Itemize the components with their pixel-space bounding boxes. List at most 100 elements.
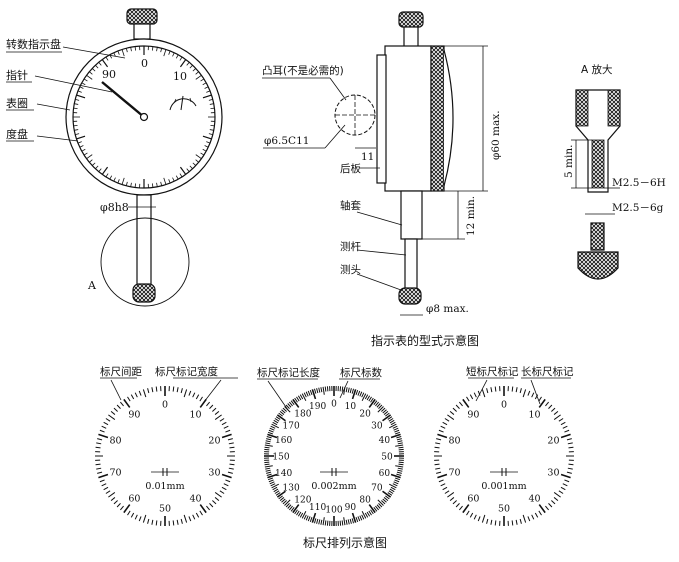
scale-tick	[435, 467, 441, 470]
scale-tick	[396, 473, 402, 477]
scale-tick	[397, 467, 403, 470]
scale-number: 180	[294, 410, 311, 420]
scale-tick	[347, 519, 350, 525]
scale-tick	[103, 421, 109, 426]
scale-tick	[383, 497, 389, 502]
scale-tick	[284, 499, 291, 506]
label-short-mark: 短标尺标记	[466, 365, 519, 378]
scale-tick	[364, 512, 369, 518]
front-tick	[86, 74, 93, 80]
scale-tick	[99, 479, 105, 483]
scale-tick	[381, 500, 386, 505]
scale-tick	[303, 392, 307, 398]
scale-tick	[368, 396, 372, 402]
pointer-hub	[139, 112, 149, 122]
scale-tick	[449, 497, 455, 502]
scale-tick	[147, 388, 150, 394]
scale-tick	[481, 389, 486, 398]
front-tick	[186, 168, 190, 172]
scale-tick	[395, 465, 404, 468]
scale-tick	[267, 473, 278, 479]
scale-tick	[113, 500, 118, 505]
scale-tick	[394, 479, 400, 483]
scale-number: 20	[208, 435, 220, 446]
front-tick	[160, 181, 163, 186]
label-lug: 凸耳(不是必需的)	[262, 64, 344, 77]
scale-tick	[95, 463, 101, 466]
scale-number: 20	[359, 410, 371, 420]
scale-tick	[455, 404, 460, 409]
scale-tick	[318, 519, 321, 525]
scale-tick	[378, 503, 383, 508]
scale-tick	[361, 392, 365, 398]
dial-number-10: 10	[173, 70, 187, 83]
scale-tick	[101, 483, 107, 487]
scale-tick	[309, 516, 313, 523]
front-tick	[81, 82, 86, 86]
scale-number: 50	[498, 504, 510, 515]
front-tick	[200, 152, 205, 156]
scale-tick	[265, 442, 271, 445]
scale-tick	[266, 435, 272, 439]
scale-number: 130	[283, 484, 300, 494]
scale-tick	[176, 519, 179, 525]
front-tick	[79, 86, 84, 89]
scale-tick	[301, 393, 307, 401]
scale-tick	[366, 395, 371, 401]
scale-tick	[105, 418, 111, 422]
scale-tick	[558, 490, 564, 494]
scale-tick	[531, 392, 535, 398]
scale-number: 90	[128, 409, 140, 420]
scale-tick	[228, 442, 234, 445]
front-tick	[74, 129, 79, 131]
label-scale-number: 标尺标数	[340, 366, 382, 379]
scale-tick	[345, 387, 348, 393]
front-tick	[74, 103, 79, 105]
scale-tick	[227, 471, 233, 474]
scale-tick	[436, 438, 442, 441]
front-tick	[210, 107, 215, 109]
scale-number: 0	[501, 400, 507, 411]
front-tick	[117, 50, 120, 55]
scale-tick	[95, 446, 101, 449]
scale-tick	[214, 497, 220, 502]
scale-tick	[195, 512, 200, 518]
front-tick	[75, 98, 80, 101]
front-tick	[83, 78, 88, 82]
scale-tick	[192, 392, 196, 398]
front-tick	[156, 182, 158, 187]
front-tick	[121, 177, 125, 185]
front-tick	[179, 59, 187, 68]
scale-tick	[357, 516, 361, 522]
scale-tick	[127, 510, 131, 516]
scale-tick	[349, 518, 352, 524]
scale-tick	[296, 396, 300, 402]
scale-tick	[398, 446, 404, 449]
scale-tick	[355, 389, 359, 396]
scale-tick	[206, 505, 211, 511]
front-tick	[195, 74, 202, 80]
scale-tick	[343, 517, 346, 526]
scale-tick	[268, 479, 274, 483]
scale-tick	[393, 481, 399, 485]
scale-tick	[272, 486, 278, 491]
scale-tick	[442, 421, 448, 426]
scale-tick	[151, 519, 154, 525]
scale-tick	[390, 473, 401, 479]
front-tick	[77, 141, 82, 144]
bottom-leaders	[100, 377, 571, 411]
scale-tick	[548, 404, 553, 409]
front-tick	[202, 135, 212, 140]
scale-number: 40	[529, 494, 541, 505]
scale-tick	[134, 392, 138, 398]
scale-tick	[192, 514, 196, 520]
scale-number: 150	[272, 453, 289, 463]
scale-tick	[375, 505, 380, 511]
scale-tick	[389, 423, 397, 429]
label-dial: 度盘	[6, 127, 28, 141]
front-tick	[76, 135, 86, 140]
scale-tick	[361, 393, 367, 401]
scale-tick	[223, 483, 229, 487]
scale-tick	[188, 516, 192, 522]
scale-tick	[568, 463, 574, 466]
